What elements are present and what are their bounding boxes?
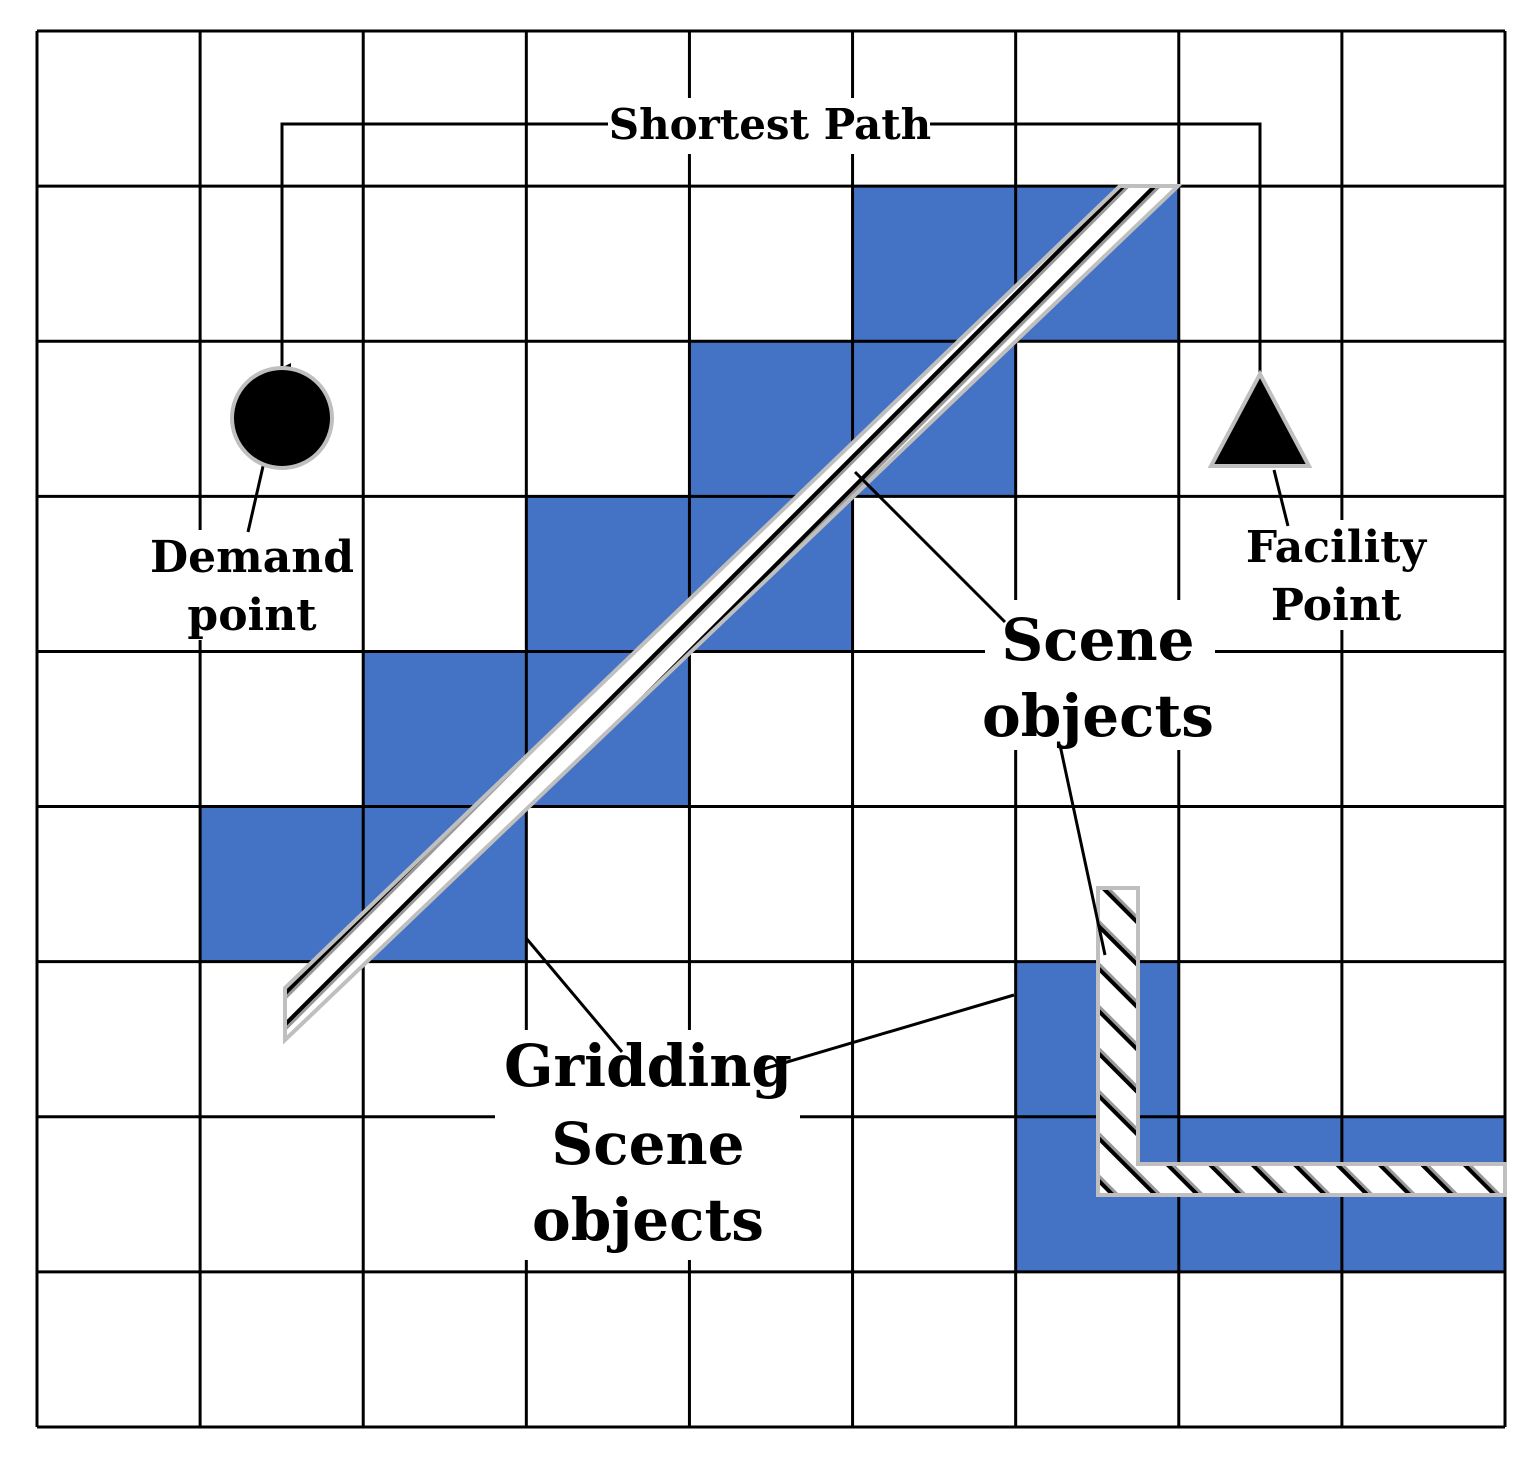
- scene-leader-l: [1058, 744, 1107, 956]
- shortest-path-arrow: [280, 122, 608, 373]
- facility-point-triangle-icon: [1207, 369, 1313, 468]
- scene-objects-label-line2: objects: [982, 682, 1214, 750]
- l-shaped-scene-object: [1096, 886, 1507, 1197]
- gridded-cell: [200, 806, 364, 962]
- demand-point-label-line2: point: [187, 590, 317, 641]
- shortest-path-label: Shortest Path: [609, 100, 931, 149]
- gridding-leader-diagonal: [524, 937, 624, 1053]
- demand-point-circle-icon: [230, 366, 334, 470]
- shortest-path-line: [930, 122, 1262, 375]
- gridding-label-line1: Gridding: [504, 1032, 792, 1100]
- facility-point-label-line1: Facility: [1246, 522, 1428, 573]
- diagonal-scene-object: [283, 184, 1183, 1045]
- facility-leader-line: [1272, 469, 1290, 527]
- scene-leader-diagonal: [853, 470, 1007, 624]
- gridding-label-line2: Scene: [551, 1110, 744, 1178]
- label-masks: [145, 98, 1425, 1260]
- demand-point-label-line1: Demand: [150, 532, 354, 583]
- gridding-label-line3: objects: [532, 1186, 764, 1254]
- scene-objects-label-line1: Scene: [1001, 606, 1194, 674]
- facility-point-label-line2: Point: [1271, 580, 1402, 631]
- demand-leader-line: [246, 461, 266, 533]
- gridding-leader-l: [759, 993, 1015, 1072]
